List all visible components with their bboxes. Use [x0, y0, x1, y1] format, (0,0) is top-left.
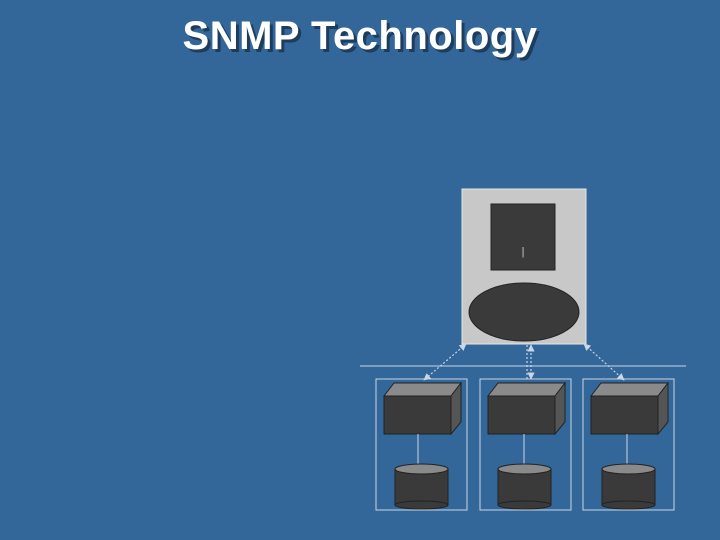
- link-to-agent-1: [423, 343, 467, 381]
- managed-device-icon: [382, 381, 463, 436]
- database-icon: [601, 463, 656, 510]
- snmp-links: [423, 343, 625, 381]
- managed-device-icon: [486, 381, 567, 436]
- database-icon: [394, 463, 449, 510]
- screen-cursor: |: [522, 246, 525, 258]
- agent-node-2: [479, 378, 572, 511]
- agent-frame: [479, 378, 572, 511]
- link-to-agent-3: [583, 343, 625, 381]
- managed-device-icon: [589, 381, 670, 436]
- slide-title: SNMP Technology: [182, 14, 538, 58]
- agent-frame: [582, 378, 675, 511]
- agent-frame: [375, 378, 468, 511]
- agent-node-1: [375, 378, 468, 511]
- database-icon: [497, 463, 552, 510]
- agent-node-3: [582, 378, 675, 511]
- manager-screen: [490, 203, 556, 271]
- manager-console-oval: [468, 282, 580, 342]
- manager-station: |: [461, 188, 587, 345]
